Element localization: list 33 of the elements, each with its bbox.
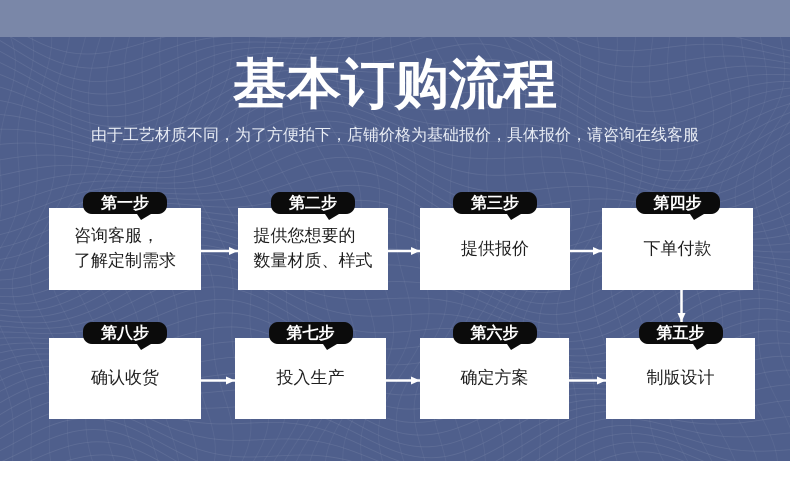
process-box: [420, 322, 569, 419]
speech-bubble: 第三步: [453, 192, 537, 220]
step-description: 确认收货: [91, 367, 159, 390]
speech-bubble: 第四步: [636, 192, 720, 220]
speech-bubble: 第六步: [452, 322, 536, 350]
step-description: 咨询客服，了解定制需求: [74, 225, 176, 273]
process-box: [420, 192, 570, 290]
process-box: [602, 192, 753, 290]
speech-bubble: 第八步: [83, 322, 167, 350]
process-box: [606, 322, 755, 419]
speech-bubble: 第七步: [268, 322, 352, 350]
step-description: 下单付款: [644, 238, 712, 260]
speech-bubble: 第二步: [271, 192, 355, 220]
step-description: 确定方案: [460, 367, 528, 390]
process-box: [235, 322, 386, 419]
flow-arrow: [201, 247, 238, 255]
step-description: 制版设计: [646, 367, 714, 390]
speech-bubble: 第一步: [83, 192, 167, 220]
subtitle: 由于工艺材质不同，为了方便拍下，店铺价格为基础报价，具体报价，请咨询在线客服: [91, 125, 699, 145]
flow-arrow: [570, 247, 602, 255]
title: 基本订购流程: [233, 54, 557, 114]
step-description: 投入生产: [276, 367, 344, 390]
speech-bubble: 第五步: [638, 322, 722, 350]
process-box: [49, 192, 201, 290]
flow-arrow: [388, 247, 420, 255]
flow-arrow: [678, 290, 686, 322]
process-box: [49, 322, 201, 419]
flow-arrow: [201, 376, 235, 384]
step-description: 提供您想要的数量材质、样式: [254, 225, 372, 273]
flow-arrow: [386, 376, 420, 384]
step-description: 提供报价: [461, 238, 529, 260]
flow-arrow: [569, 376, 606, 384]
process-box: [238, 192, 388, 290]
